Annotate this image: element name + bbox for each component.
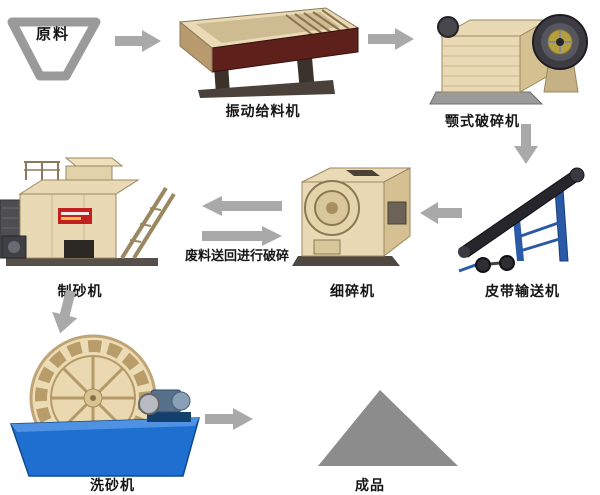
sand-maker-image [0,157,176,266]
finished-product-label: 成品 [355,478,385,494]
arrow-feeder-to-jaw [368,28,414,54]
belt-conveyor-image [458,167,585,273]
arrow-washer-to-product [205,408,253,434]
sand-washer-image [9,334,200,477]
arrow-conveyor-to-fine-crusher [420,202,462,228]
arrow-waste-return [202,226,282,250]
fine-crusher-node [288,152,423,274]
sand-washer-label: 洗砂机 [90,478,135,494]
vibrating-feeder-image [178,7,360,98]
jaw-crusher-node [428,0,593,110]
vibrating-feeder-label: 振动给料机 [225,104,301,120]
finished-product-node [318,388,458,468]
jaw-crusher-label: 颚式破碎机 [445,114,520,130]
arrow-sand-maker-to-washer [47,288,84,341]
vibrating-feeder-node [168,2,363,100]
product-pile-image [318,390,458,466]
belt-conveyor-node [455,163,597,275]
raw-material-label: 原料 [35,25,70,43]
raw-material-funnel-icon [7,17,101,81]
arrow-jaw-to-conveyor [514,124,538,168]
arrow-raw-to-feeder [115,30,161,56]
belt-conveyor-label: 皮带输送机 [485,284,560,300]
sand-washer-node [5,328,205,478]
raw-material-node: 原料 [4,8,104,88]
waste-return-note: 废料送回进行破碎 [184,249,289,264]
sand-maker-node [0,148,178,273]
arrow-fine-crusher-to-sand-maker [202,196,282,220]
fine-crusher-image [292,167,411,266]
fine-crusher-label: 细碎机 [330,284,375,300]
jaw-crusher-image [429,14,588,105]
